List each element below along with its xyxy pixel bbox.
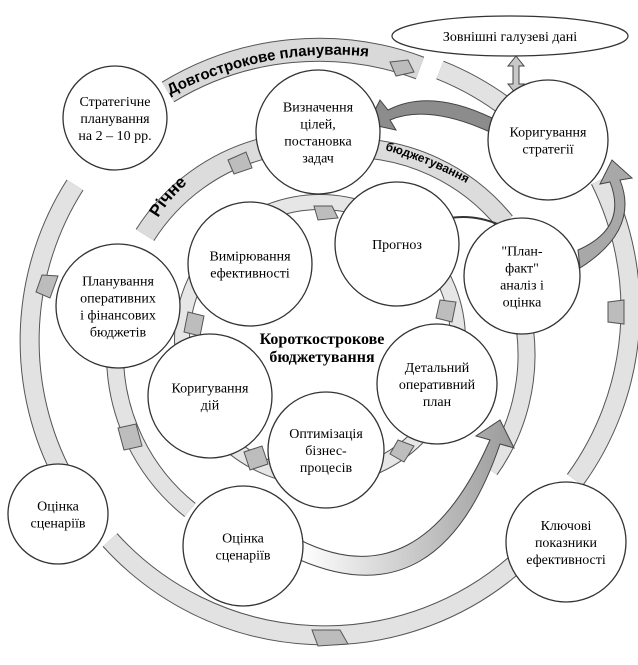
node-circle [187, 201, 313, 327]
node-label-line: бізнес- [305, 444, 347, 459]
node-label-line: Детальний [405, 361, 470, 376]
node-circle [505, 481, 627, 603]
center-label-line2: бюджетування [269, 349, 375, 366]
node-label-line: ефективності [210, 267, 290, 282]
node-label-line: Стратегічне [79, 95, 150, 110]
node-plan-fact: "План-факт" аналіз і оцінка [463, 217, 581, 335]
node-label-line: задач [302, 152, 334, 167]
node-label-line: планування [80, 112, 150, 127]
chevron-icon [227, 151, 253, 175]
chevron-icon [183, 311, 205, 337]
chevron-icon [435, 299, 457, 323]
node-label-line: Вимірювання [209, 250, 291, 265]
node-circle [487, 79, 609, 201]
node-label-line: факт" [505, 262, 539, 277]
node-business-opt: Оптимізація бізнес-процесів [267, 391, 385, 509]
node-forecast: Прогноз [334, 181, 460, 307]
chevron-icon [311, 629, 349, 647]
external-data-label: Зовнішні галузеві дані [443, 30, 577, 45]
node-label-line: Планування [82, 275, 154, 290]
center-label-line1: Короткострокове [260, 331, 385, 348]
node-label-line: процесів [300, 461, 353, 476]
node-circle [147, 333, 273, 459]
chevron-icon [35, 274, 59, 299]
node-key-indicators: Ключові показники ефективності [505, 481, 627, 603]
node-label-line: Коригування [172, 382, 249, 397]
node-circle [62, 65, 168, 171]
node-label-line: оцінка [503, 296, 542, 311]
node-efficiency-measure: Вимірювання ефективності [187, 201, 313, 327]
node-label-line: бюджетів [90, 326, 147, 341]
node-label-line: Прогноз [372, 238, 422, 253]
node-label-line: постановка [284, 135, 352, 150]
node-circle [376, 323, 498, 445]
nodes: Стратегічне планування на 2 – 10 рр. Визнач… [7, 65, 627, 607]
chevron-icon [243, 445, 269, 471]
node-label-line: показники [535, 536, 598, 551]
node-circle [255, 69, 381, 195]
arrow-icon [367, 99, 493, 133]
node-label-line: Оптимізація [289, 427, 363, 442]
external-data: Зовнішні галузеві дані [391, 15, 629, 95]
node-label-line: оперативний [399, 378, 476, 393]
node-circle [7, 463, 109, 565]
node-operational-budgets: Планування оперативних і фінансових бюджеті… [55, 243, 181, 369]
node-scenario-outer: Оцінка сценаріїв [7, 463, 109, 565]
node-label-line: оперативних [80, 292, 156, 307]
node-label-line: план [423, 395, 452, 410]
node-label-line: і фінансових [80, 309, 156, 324]
node-strategy-adjust: Коригування стратегії [487, 79, 609, 201]
arrow-icon [577, 159, 634, 269]
node-label-line: "План- [501, 245, 543, 260]
node-label-line: Ключові [541, 519, 592, 534]
node-label-line: ефективності [526, 553, 606, 568]
node-circle [267, 391, 385, 509]
node-label-line: на 2 – 10 рр. [78, 129, 151, 144]
arrow-icon [299, 419, 515, 576]
node-circle [463, 217, 581, 335]
node-circle [334, 181, 460, 307]
chevron-icon [389, 439, 415, 463]
node-label-line: цілей, [300, 118, 336, 133]
node-label-line: Оцінка [222, 532, 265, 547]
node-label-line: сценаріїв [30, 517, 85, 532]
node-detailed-plan: Детальний оперативний план [376, 323, 498, 445]
chevron-icon [313, 205, 339, 221]
node-action-adjust: Коригування дій [147, 333, 273, 459]
node-circle [55, 243, 181, 369]
chevron-icon [117, 423, 143, 451]
node-goals: Визначення цілей, постановка задач [255, 69, 381, 195]
node-strategic-planning: Стратегічне планування на 2 – 10 рр. [62, 65, 168, 171]
curved-arrows [299, 99, 634, 576]
node-label-line: стратегії [522, 143, 573, 158]
node-label-line: дій [201, 399, 220, 414]
chevron-icon [389, 59, 415, 77]
node-scenario-middle: Оцінка сценаріїв [182, 485, 304, 607]
node-label-line: аналіз і [500, 279, 544, 294]
chevron-icon [607, 299, 625, 325]
node-label-line: Коригування [510, 126, 587, 141]
node-label-line: сценаріїв [215, 549, 270, 564]
node-circle [182, 485, 304, 607]
node-label-line: Визначення [283, 101, 354, 116]
node-label-line: Оцінка [37, 500, 80, 515]
